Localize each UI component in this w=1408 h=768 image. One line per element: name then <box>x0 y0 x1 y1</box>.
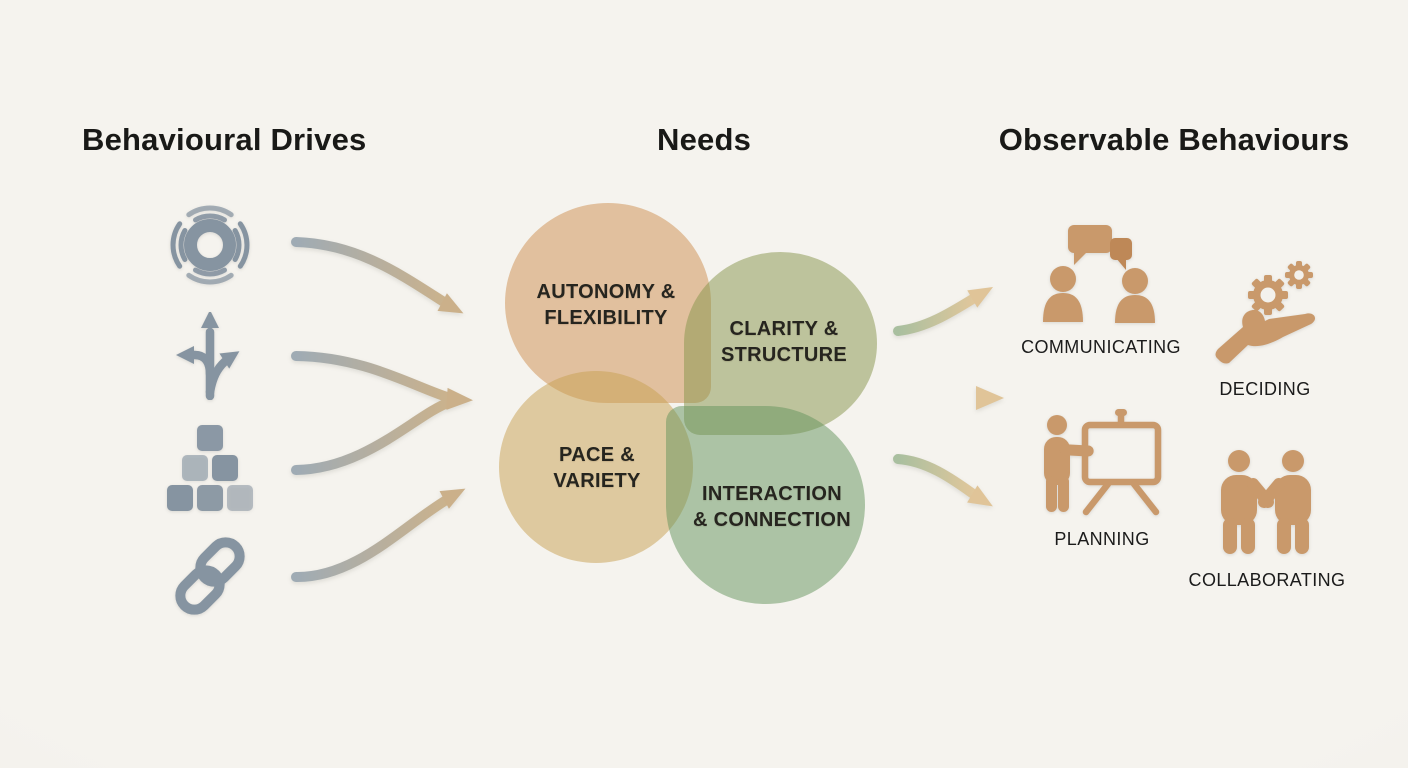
need-blob-autonomy-flexibility <box>505 203 711 403</box>
need-label-clarity-structure: CLARITY & STRUCTURE <box>720 318 848 367</box>
behaviour-label-planning: PLANNING <box>1054 529 1150 549</box>
behaviour-label-collaborating: COLLABORATING <box>1188 570 1346 590</box>
chain-link-icon <box>175 537 245 615</box>
behaviour-label-communicating: COMMUNICATING <box>1021 337 1181 357</box>
building-blocks-icon <box>167 425 253 511</box>
need-blob-interaction-connection <box>666 406 865 604</box>
two-people-speech-bubbles-icon <box>1043 225 1155 323</box>
column-title-behavioural-drives: Behavioural Drives <box>82 122 367 157</box>
radar-pulse-icon <box>170 205 250 285</box>
behaviour-arrowheads <box>967 287 1004 507</box>
need-to-behaviour-arrows <box>893 292 983 501</box>
person-at-easel-icon <box>1044 409 1162 516</box>
branching-path-icon <box>176 312 240 400</box>
need-label-autonomy-flexibility: AUTONOMY & FLEXIBILITY <box>536 281 676 330</box>
need-label-pace-variety: PACE & VARIETY <box>553 444 641 493</box>
column-title-observable-behaviours: Observable Behaviours <box>998 122 1350 157</box>
drive-arrowheads <box>437 293 473 509</box>
need-label-interaction-connection: INTERACTION & CONNECTION <box>692 483 852 532</box>
drive-to-need-arrows <box>291 237 455 583</box>
need-blob-clarity-structure <box>684 252 877 435</box>
column-title-needs: Needs <box>656 122 752 157</box>
hand-holding-gears-icon <box>1215 261 1316 364</box>
need-blob-pace-variety <box>499 371 693 563</box>
two-people-handshake-icon <box>1221 450 1311 554</box>
behaviour-label-deciding: DECIDING <box>1219 379 1311 399</box>
